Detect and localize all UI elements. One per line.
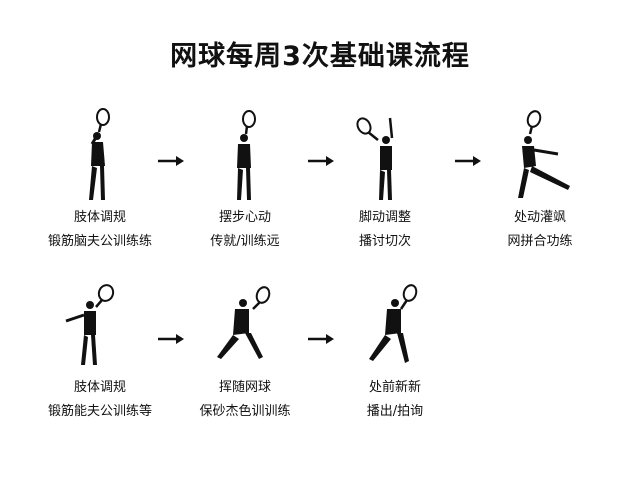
step-4: 处动灌飒 网拼合功练 <box>475 108 605 251</box>
step-2: 摆步心动 传就/训练远 <box>180 108 310 251</box>
page-title: 网球每周3次基础课流程 <box>170 41 470 72</box>
step-7-title: 处前新新 <box>368 380 421 395</box>
arrow-right-icon <box>308 156 334 166</box>
step-1: 肢体调规 锻筋脑夫公训练练 <box>35 108 165 251</box>
player-silhouette-icon <box>237 110 256 200</box>
step-1-subtitle: 锻筋脑夫公训练练 <box>47 234 152 249</box>
arrow-right-icon <box>308 334 334 344</box>
step-5: 肢体调规 锻筋能夫公训练等 <box>35 283 165 421</box>
arrow-right-icon <box>158 156 184 166</box>
arrow-right-icon <box>158 334 184 344</box>
step-3: 脚动调整 播讨切次 <box>320 108 450 251</box>
step-5-subtitle: 锻筋能夫公训练等 <box>47 404 152 419</box>
player-silhouette-icon <box>518 110 570 198</box>
step-3-subtitle: 播讨切次 <box>358 234 411 249</box>
step-2-subtitle: 传就/训练远 <box>210 234 280 249</box>
step-3-title: 脚动调整 <box>358 210 411 225</box>
step-4-title: 处动灌飒 <box>513 210 566 225</box>
step-7-subtitle: 播出/拍询 <box>366 404 424 419</box>
step-6-title: 挥随网球 <box>218 380 271 395</box>
step-2-title: 摆步心动 <box>218 210 271 225</box>
step-4-subtitle: 网拼合功练 <box>507 234 573 249</box>
player-silhouette-icon <box>369 284 418 363</box>
step-7: 处前新新 播出/拍询 <box>330 283 460 421</box>
step-1-title: 肢体调规 <box>73 210 126 225</box>
player-silhouette-icon <box>89 108 110 200</box>
player-silhouette-icon <box>65 284 115 365</box>
player-silhouette-icon <box>356 117 394 200</box>
player-silhouette-icon <box>217 286 271 359</box>
arrow-right-icon <box>455 156 481 166</box>
step-6-subtitle: 保砂杰色训训练 <box>199 404 291 419</box>
step-6: 挥随网球 保砂杰色训训练 <box>180 283 310 421</box>
step-5-title: 肢体调规 <box>73 380 126 395</box>
